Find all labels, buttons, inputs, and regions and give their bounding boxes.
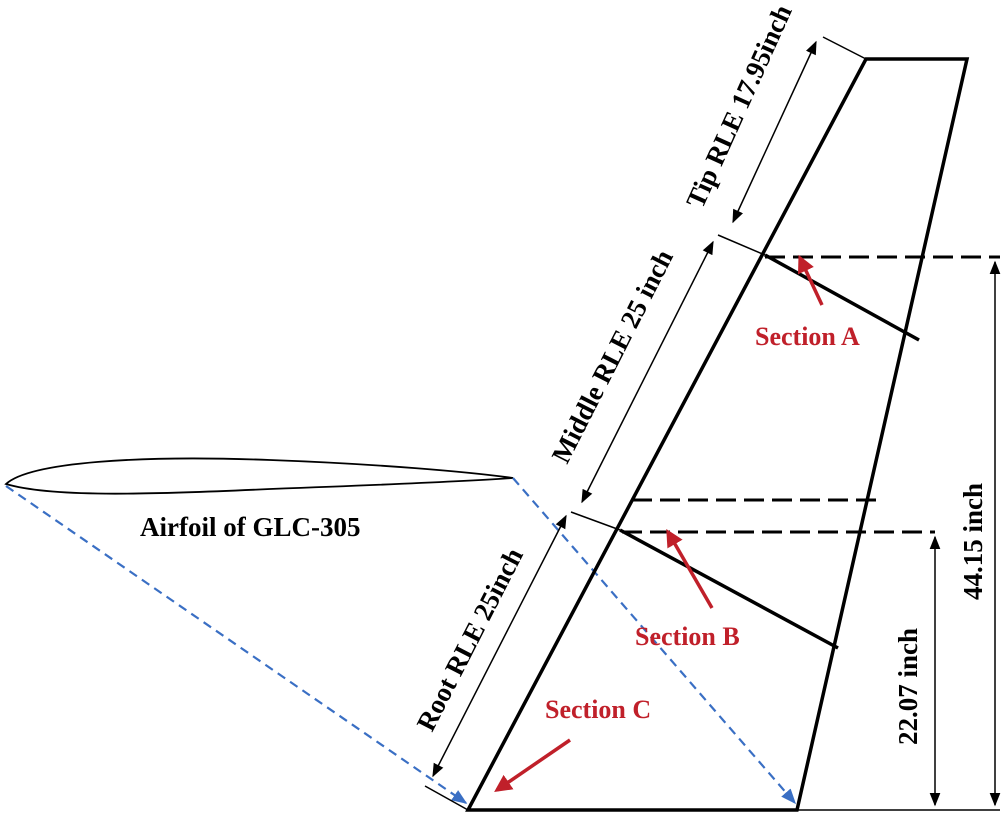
extension-tick-tip-top [822,36,867,60]
panel-divider-lower [619,528,839,650]
tip-rle-label: Tip RLE 17.95inch [680,0,798,212]
airfoil-profile [4,457,514,495]
airfoil-label: Airfoil of GLC-305 [140,512,360,542]
tip-rle-dimension [732,40,817,224]
panel-divider-upper [764,253,920,342]
section-b-arrow [666,528,714,609]
extension-tick-root-bottom [424,785,469,811]
projection-line-left [5,485,468,804]
wing-planform [465,57,970,812]
root-rle-label: Root RLE 25inch [411,543,529,736]
extension-tick-middle-bottom [570,511,621,531]
middle-rle-label: Middle RLE 25 inch [546,245,679,468]
root-rle-dimension [432,514,567,778]
extension-tick-tip-bottom [717,234,766,256]
section-a-arrow [798,254,824,306]
section-c-arrow [494,738,571,792]
section-b-label: Section B [635,622,740,651]
middle-rle-dimension [581,240,714,504]
projection-line-right [512,477,797,805]
span-total-label: 44.15 inch [958,483,988,600]
section-c-label: Section C [545,695,651,724]
span-half-label: 22.07 inch [893,628,923,745]
section-a-label: Section A [755,322,860,351]
